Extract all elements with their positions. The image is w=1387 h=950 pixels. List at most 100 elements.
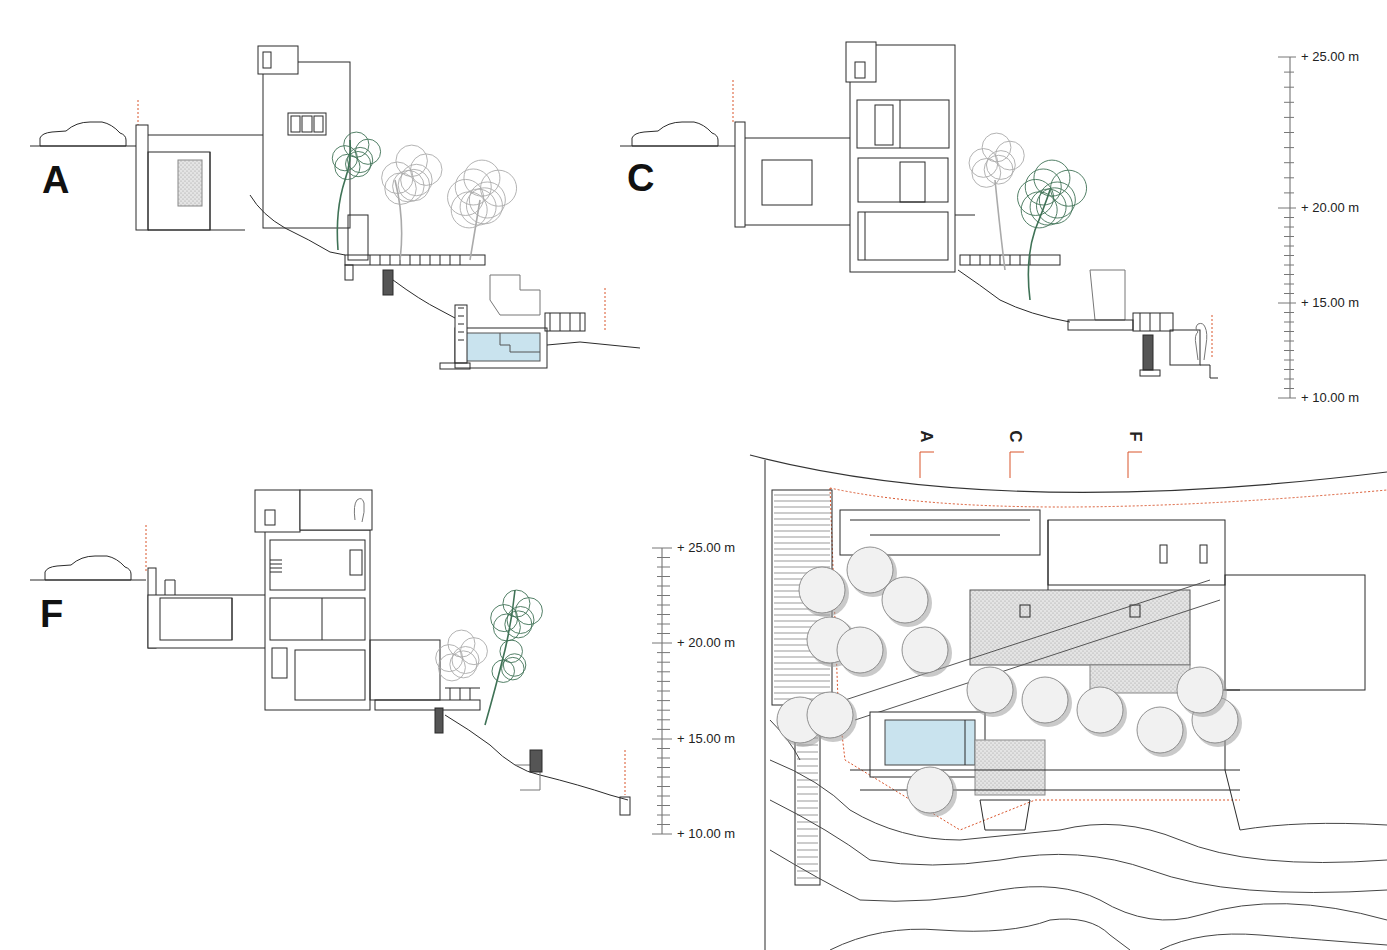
stair-tread bbox=[797, 822, 818, 823]
stair-tread bbox=[774, 519, 830, 520]
scale-tick bbox=[1284, 102, 1294, 103]
tree-canopy bbox=[1051, 170, 1087, 206]
stair-tread bbox=[774, 543, 830, 544]
stair-tread bbox=[774, 669, 830, 670]
stair-tread bbox=[797, 766, 818, 767]
scale-tick bbox=[1284, 87, 1294, 88]
scale-tick bbox=[1284, 246, 1294, 247]
scale-tick bbox=[1284, 177, 1294, 178]
scale-tick bbox=[1284, 217, 1294, 218]
tree-canopy bbox=[332, 146, 357, 171]
stair-tread bbox=[774, 513, 830, 514]
scale-tick bbox=[1278, 57, 1296, 58]
scale-tick bbox=[1284, 147, 1294, 148]
stair-tread bbox=[797, 836, 818, 837]
contour-line bbox=[1160, 934, 1387, 950]
scale-tick bbox=[657, 700, 670, 701]
stair-tread bbox=[774, 549, 830, 550]
scale-tick bbox=[1284, 360, 1294, 361]
plan-tree bbox=[1137, 707, 1183, 753]
scale-tick bbox=[652, 548, 672, 549]
plan-tree bbox=[847, 547, 893, 593]
scale-tick bbox=[657, 633, 670, 634]
stair-tread bbox=[774, 501, 830, 502]
scale-tick bbox=[657, 671, 670, 672]
plan-tree bbox=[1177, 667, 1223, 713]
scale-tick bbox=[657, 729, 670, 730]
tree-trunk bbox=[395, 180, 402, 260]
tree-canopy bbox=[460, 638, 487, 665]
scale-tick bbox=[1284, 274, 1294, 275]
tree-canopy bbox=[515, 598, 542, 625]
scale-tick bbox=[657, 748, 670, 749]
scale-tick bbox=[657, 595, 670, 596]
tree-trunk bbox=[995, 180, 1005, 270]
tree-canopy bbox=[436, 645, 463, 672]
plan-tree bbox=[1022, 677, 1068, 723]
tree-trunk bbox=[337, 140, 350, 250]
stair-tread bbox=[797, 878, 818, 879]
plan-tree bbox=[907, 767, 953, 813]
tree-trunk bbox=[485, 590, 515, 725]
contour-line bbox=[770, 800, 1387, 893]
stair-tread bbox=[797, 801, 818, 802]
scale-tick bbox=[657, 786, 670, 787]
scale-tick bbox=[657, 815, 670, 816]
contour-line bbox=[770, 850, 1387, 920]
tree-canopy bbox=[995, 141, 1024, 170]
scale-tick bbox=[1284, 312, 1294, 313]
scale-tick bbox=[1278, 303, 1296, 304]
scale-tick bbox=[1284, 117, 1294, 118]
elevation-label: + 20.00 m bbox=[1300, 201, 1360, 215]
section-label: F bbox=[40, 594, 63, 636]
plan-tree bbox=[807, 692, 853, 738]
tree-canopy bbox=[491, 605, 518, 632]
scale-tick bbox=[1284, 293, 1294, 294]
tree-trunk bbox=[1028, 190, 1050, 300]
stair-tread bbox=[797, 829, 818, 830]
stair-tread bbox=[797, 780, 818, 781]
stair-tread bbox=[797, 864, 818, 865]
scale-tick bbox=[1284, 284, 1294, 285]
stair-tread bbox=[774, 525, 830, 526]
tree-canopy bbox=[1025, 169, 1061, 205]
stair-tread bbox=[774, 495, 830, 496]
plan-tree bbox=[799, 567, 845, 613]
scale-tick bbox=[657, 767, 670, 768]
plan-tree bbox=[837, 627, 883, 673]
stair-tread bbox=[774, 531, 830, 532]
elevation-label: + 20.00 m bbox=[676, 636, 736, 650]
scale-tick bbox=[652, 834, 672, 835]
tree-canopy bbox=[393, 170, 425, 202]
tree-canopy bbox=[355, 139, 380, 164]
scale-tick bbox=[1284, 192, 1294, 193]
stair-tread bbox=[774, 537, 830, 538]
stair-tread bbox=[797, 794, 818, 795]
stair-tread bbox=[797, 752, 818, 753]
tree-canopy bbox=[410, 154, 442, 186]
scale-tick bbox=[657, 576, 670, 577]
scale-tick bbox=[1284, 369, 1294, 370]
tree-canopy bbox=[969, 149, 998, 178]
scale-tick bbox=[1284, 350, 1294, 351]
scale-tick bbox=[1284, 388, 1294, 389]
tree-canopy bbox=[502, 657, 525, 680]
stair-tread bbox=[797, 808, 818, 809]
stair-tread bbox=[797, 857, 818, 858]
elevation-label: + 10.00 m bbox=[676, 827, 736, 841]
scale-tick bbox=[657, 624, 670, 625]
stair-tread bbox=[797, 843, 818, 844]
section-marker bbox=[1128, 452, 1142, 478]
scale-tick bbox=[657, 777, 670, 778]
scale-tick bbox=[1278, 398, 1296, 399]
scale-tick bbox=[1284, 236, 1294, 237]
section-marker-label: C bbox=[1006, 430, 1025, 442]
stair-tread bbox=[797, 787, 818, 788]
scale-tick bbox=[1284, 227, 1294, 228]
contour-line bbox=[770, 760, 1387, 863]
section-marker-label: A bbox=[917, 430, 936, 442]
stair-tread bbox=[774, 507, 830, 508]
scale-tick bbox=[657, 758, 670, 759]
elevation-label: + 15.00 m bbox=[1300, 296, 1360, 310]
plan-tree bbox=[902, 627, 948, 673]
